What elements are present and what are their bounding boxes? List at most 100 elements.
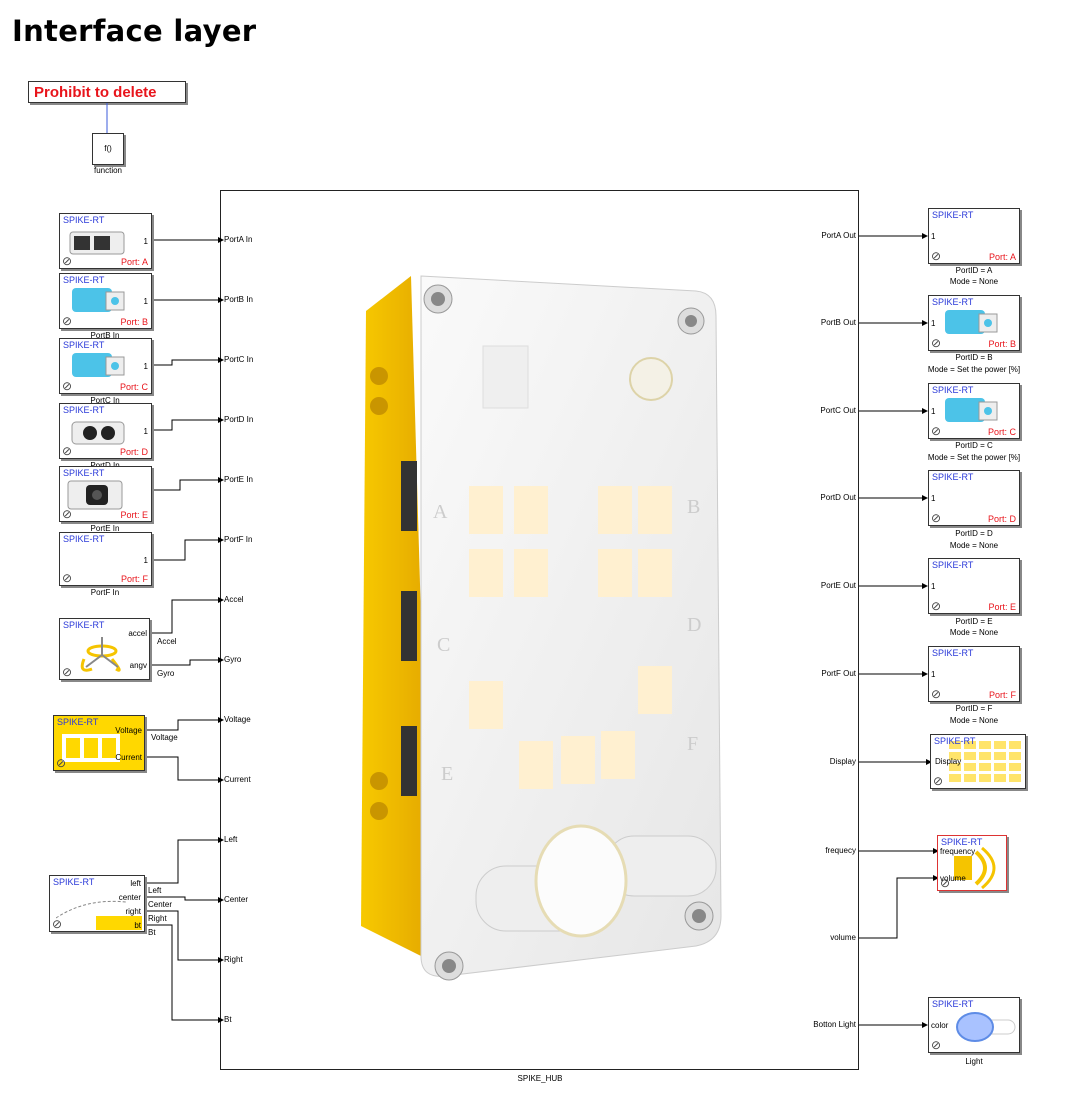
port-label: Port: C [119,382,148,392]
function-block[interactable]: f() [92,133,124,165]
link-icon: ⊘ [931,336,942,350]
port-f-in-block[interactable]: SPIKE-RT 1 Port: F ⊘ [59,532,152,586]
bt-port-label: bt [134,921,141,930]
port-e-out-block[interactable]: SPIKE-RT 1 Port: E ⊘ [928,558,1020,614]
port-label: Port: B [988,339,1016,349]
input-port-1: 1 [931,407,936,416]
motor-icon [945,310,998,334]
hub-output-port-label: PortD Out [820,493,856,502]
port-f-in-caption: PortF In [90,588,120,597]
hub-input-port-label: Center [224,895,249,904]
color-port-label: color [931,1021,949,1030]
brand-label: SPIKE-RT [932,999,974,1009]
battery-block[interactable]: SPIKE-RT Voltage Current ⊘ [53,715,145,771]
brand-label: SPIKE-RT [932,560,974,570]
link-icon: ⊘ [62,379,73,393]
hub-output-port-label: PortA Out [821,231,856,240]
port-e-in-caption: PortE In [90,524,120,533]
hub-caption: SPIKE_HUB [517,1074,563,1083]
battery-icon [62,734,120,762]
speaker-block[interactable]: SPIKE-RT frequency volume ⊘ [937,835,1007,891]
port-f-out-caption-1: PortID = F [955,704,993,713]
hub-input-port-label: Current [224,775,251,784]
port-label: Port: A [988,252,1016,262]
hub-input-port-label: PortC In [224,355,254,364]
link-icon: ⊘ [62,665,73,679]
port-b-in-block[interactable]: SPIKE-RT 1 Port: B ⊘ [59,273,152,329]
frequency-port-label: frequency [940,847,976,856]
hub-input-port-label: Voltage [224,715,251,724]
light-caption: Light [965,1057,983,1066]
link-icon: ⊘ [931,249,942,263]
hub-image [361,275,722,981]
hub-output-port-label: frequecy [825,846,856,855]
port-b-out-block[interactable]: SPIKE-RT 1 Port: B ⊘ [928,295,1020,351]
hub-output-port-label: Display [829,757,856,766]
motor-icon [945,398,998,422]
display-block[interactable]: SPIKE-RT Display ⊘ [930,734,1026,789]
right-signal-label: Right [148,914,167,923]
left-port-label: left [130,879,141,888]
distance-sensor-icon [71,421,125,445]
port-label: Port: D [987,514,1016,524]
bt-signal-label: Bt [148,928,156,937]
input-port-1: 1 [931,319,936,328]
port-e-in-block[interactable]: SPIKE-RT Port: E ⊘ [59,466,152,522]
motor-icon [72,288,125,312]
voltage-port-label: Voltage [115,726,142,735]
input-port-1: 1 [931,670,936,679]
brand-label: SPIKE-RT [63,468,105,478]
port-c-in-block[interactable]: SPIKE-RT 1 Port: C ⊘ [59,338,152,394]
hub-letter-b: B [687,496,701,518]
page-title: Interface layer [12,14,257,48]
brand-label: SPIKE-RT [932,472,974,482]
spike-hub-subsystem[interactable]: A B C D E F [220,190,859,1070]
port-d-out-caption-2: Mode = None [949,541,999,550]
brand-label: SPIKE-RT [934,736,976,746]
current-port-label: Current [115,753,142,762]
gyro-axes-icon [80,637,121,672]
link-icon: ⊘ [62,507,73,521]
port-f-out-block[interactable]: SPIKE-RT 1 Port: F ⊘ [928,646,1020,702]
accel-port-label: accel [128,629,147,638]
link-icon: ⊘ [931,599,942,613]
angv-port-label: angv [129,661,147,670]
port-b-out-caption-2: Mode = Set the power [%] [927,365,1021,374]
input-port-1: 1 [931,582,936,591]
hub-letter-d: D [687,614,702,636]
port-a-in-block[interactable]: SPIKE-RT 1 Port: A ⊘ [59,213,152,269]
brand-label: SPIKE-RT [932,297,974,307]
port-d-out-block[interactable]: SPIKE-RT 1 Port: D ⊘ [928,470,1020,526]
input-port-1: 1 [931,232,936,241]
port-c-out-block[interactable]: SPIKE-RT 1 Port: C ⊘ [928,383,1020,439]
hub-output-port-label: PortB Out [820,318,856,327]
prohibit-to-delete-annotation[interactable]: Prohibit to delete [28,81,186,103]
brand-label: SPIKE-RT [63,340,105,350]
output-port-1: 1 [143,297,148,306]
port-e-out-caption-2: Mode = None [949,628,999,637]
hub-output-port-label: PortE Out [820,581,856,590]
motor-icon [72,353,125,377]
button-light-block[interactable]: SPIKE-RT color ⊘ [928,997,1020,1053]
hub-output-port-label: PortF Out [821,669,856,678]
hub-output-port-label: volume [830,933,856,942]
port-d-in-caption: PortD In [80,461,130,471]
gyro-signal-label: Gyro [157,669,175,678]
port-label: Port: F [988,690,1016,700]
port-f-out-caption-2: Mode = None [949,716,999,725]
hub-input-port-label: PortB In [224,295,253,304]
imu-block[interactable]: SPIKE-RT accel angv ⊘ [59,618,150,680]
hub-output-port-label: Botton Light [813,1020,856,1029]
hub-input-port-label: PortA In [224,235,253,244]
link-icon: ⊘ [933,774,944,788]
hub-input-port-label: PortF In [224,535,253,544]
brand-label: SPIKE-RT [63,534,105,544]
link-icon: ⊘ [931,424,942,438]
voltage-signal-label: Voltage [151,733,178,742]
hub-letter-c: C [437,634,451,656]
port-d-in-block[interactable]: SPIKE-RT 1 Port: D ⊘ [59,403,152,459]
port-b-out-caption-1: PortID = B [955,353,993,362]
buttons-block[interactable]: SPIKE-RT left center right bt ⊘ [49,875,145,932]
port-a-out-block[interactable]: SPIKE-RT 1 Port: A ⊘ [928,208,1020,264]
speaker-icon [954,846,996,890]
